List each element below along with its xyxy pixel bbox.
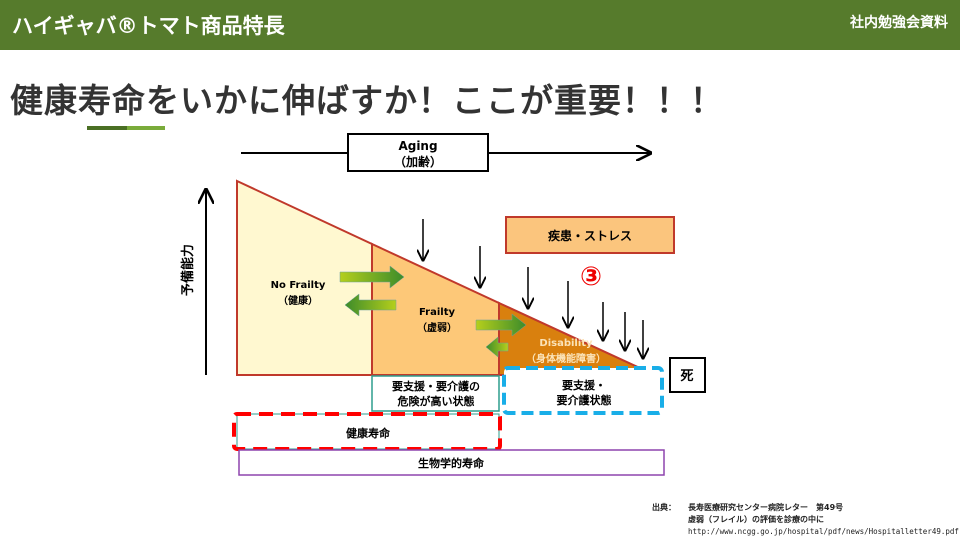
high-risk-label-2: 危険が高い状態	[397, 394, 475, 408]
care-needed-label-1: 要支援・	[562, 378, 606, 392]
arrow-left-icon	[344, 293, 397, 317]
high-risk-label-1: 要支援・要介護の	[392, 379, 480, 393]
no-frailty-label: No Frailty	[271, 280, 326, 291]
care-needed-box	[502, 366, 664, 415]
disability-label: Disability	[539, 338, 593, 349]
header-right-label: 社内勉強会資料	[850, 15, 948, 31]
disease-stress-label: 疾患・ストレス	[548, 228, 632, 243]
source-citation: 出典： 長寿医療研究センター病院レター 第49号 虚弱（フレイル）の評価を診療の…	[652, 502, 959, 538]
aging-box	[347, 133, 489, 172]
stress-arrows	[423, 219, 643, 358]
disease-stress-box	[505, 216, 675, 254]
disability-label-jp: （身体機能障害）	[526, 352, 606, 365]
arrow-right-icon	[339, 265, 405, 289]
aging-label: Aging	[398, 139, 437, 153]
header-bar: ハイギャバ®トマト商品特長 社内勉強会資料	[0, 0, 960, 50]
heading-underline	[87, 126, 127, 130]
aging-label-jp: （加齢）	[394, 154, 442, 169]
healthy-life-label: 健康寿命	[346, 426, 391, 440]
death-label: 死	[680, 369, 693, 384]
frailty-label-jp: （虚弱）	[417, 321, 457, 334]
care-needed-label-2: 要介護状態	[557, 393, 612, 407]
source-label: 出典：	[652, 503, 676, 512]
frailty-label: Frailty	[419, 307, 456, 318]
high-risk-box	[371, 375, 500, 412]
arrow-right-icon	[475, 313, 527, 337]
biological-life-box	[238, 449, 665, 476]
healthy-life-box	[236, 413, 500, 450]
biological-life-label: 生物学的寿命	[418, 456, 485, 470]
heading-underline-accent	[127, 126, 165, 130]
source-line-2: 虚弱（フレイル）の評価を診療の中に	[688, 515, 824, 524]
no-frailty-label-jp: （健康）	[278, 294, 318, 307]
source-line-1: 長寿医療研究センター病院レター 第49号	[688, 503, 844, 512]
slide-section-title: ハイギャバ®トマト商品特長	[12, 14, 285, 38]
healthy-life-highlight	[232, 412, 502, 451]
circled-number-marker: ③	[580, 262, 602, 292]
arrow-left-icon	[485, 336, 509, 358]
source-url: http://www.ncgg.go.jp/hospital/pdf/news/…	[688, 527, 959, 536]
slide-heading: 健康寿命をいかに伸ばすか！ここが重要！！！	[10, 81, 724, 120]
y-axis-label: 予備能力	[180, 244, 196, 296]
death-box	[669, 357, 706, 393]
